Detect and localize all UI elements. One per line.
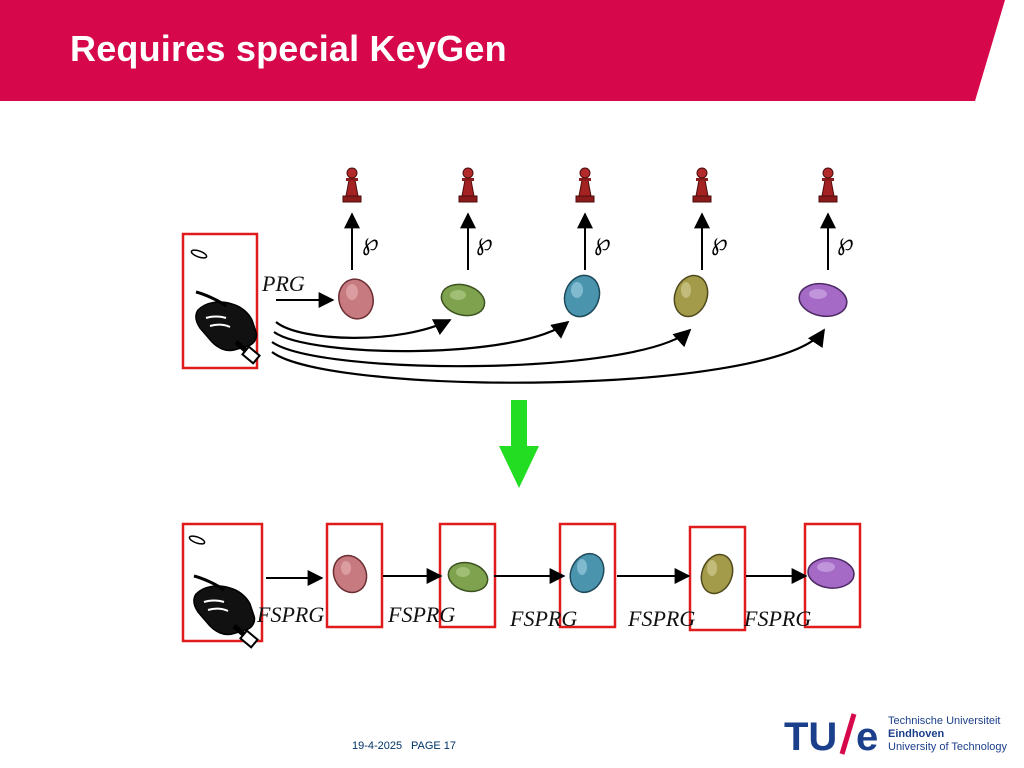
- hand-icon-2: [194, 576, 258, 647]
- footer-date: 19-4-2025: [352, 740, 403, 752]
- seed-coin-icon-2: [188, 535, 206, 545]
- bottom-hand-box: [181, 522, 264, 643]
- curve-arrow-4: [271, 328, 692, 368]
- seed-coin-icon: [190, 249, 208, 259]
- logo-wordmark-tu: TU: [784, 715, 837, 756]
- logo-line-2: Eindhoven: [888, 728, 945, 740]
- top-key-2: [440, 283, 486, 317]
- script-glyph-icon-2: ℘: [476, 228, 493, 256]
- bottom-key-3: [569, 552, 605, 594]
- bottom-key-5: [807, 557, 855, 589]
- bottom-key-4: [700, 553, 734, 595]
- fsprg-label-2: FSPRG: [387, 602, 455, 627]
- tue-logo: TU e: [784, 713, 878, 756]
- fsprg-label-1: FSPRG: [256, 602, 324, 627]
- script-glyph-icon-5: ℘: [837, 228, 854, 256]
- bottom-key-2: [447, 561, 489, 593]
- logo-slash: [839, 713, 857, 755]
- logo-wordmark-e: e: [856, 715, 878, 756]
- curve-arrow-2: [275, 319, 452, 339]
- pawn-icon-5: [818, 167, 838, 203]
- bottom-key-1: [332, 554, 368, 594]
- pawn-icon-2: [458, 167, 478, 203]
- top-hand-box: [181, 232, 259, 370]
- key-box-1: [325, 522, 384, 629]
- curve-arrow-5: [271, 328, 825, 384]
- pawn-icon-3: [575, 167, 595, 203]
- header-bar: Requires special KeyGen: [0, 0, 1024, 103]
- top-key-3: [563, 274, 601, 318]
- fsprg-label-3: FSPRG: [509, 606, 577, 631]
- hand-icon: [196, 292, 260, 363]
- script-glyph-icon-1: ℘: [362, 228, 379, 256]
- top-key-5: [798, 282, 848, 318]
- fsprg-label-5: FSPRG: [743, 606, 811, 631]
- footer-page: PAGE 17: [411, 740, 457, 752]
- top-key-1: [338, 278, 374, 320]
- fsprg-label-4: FSPRG: [627, 606, 695, 631]
- script-glyph-icon-3: ℘: [594, 228, 611, 256]
- logo-line-1: Technische Universiteit: [888, 715, 1001, 727]
- prg-label: PRG: [261, 271, 305, 296]
- header-banner: [0, 0, 1005, 101]
- top-key-4: [673, 274, 709, 318]
- curve-arrow-3: [273, 320, 570, 353]
- script-glyph-icon-4: ℘: [711, 228, 728, 256]
- green-down-arrow-icon: [499, 400, 539, 488]
- pawn-icon-4: [692, 167, 712, 203]
- slide-title: Requires special KeyGen: [70, 28, 507, 69]
- logo-line-3: University of Technology: [888, 741, 1008, 753]
- pawn-icon-1: [342, 167, 362, 203]
